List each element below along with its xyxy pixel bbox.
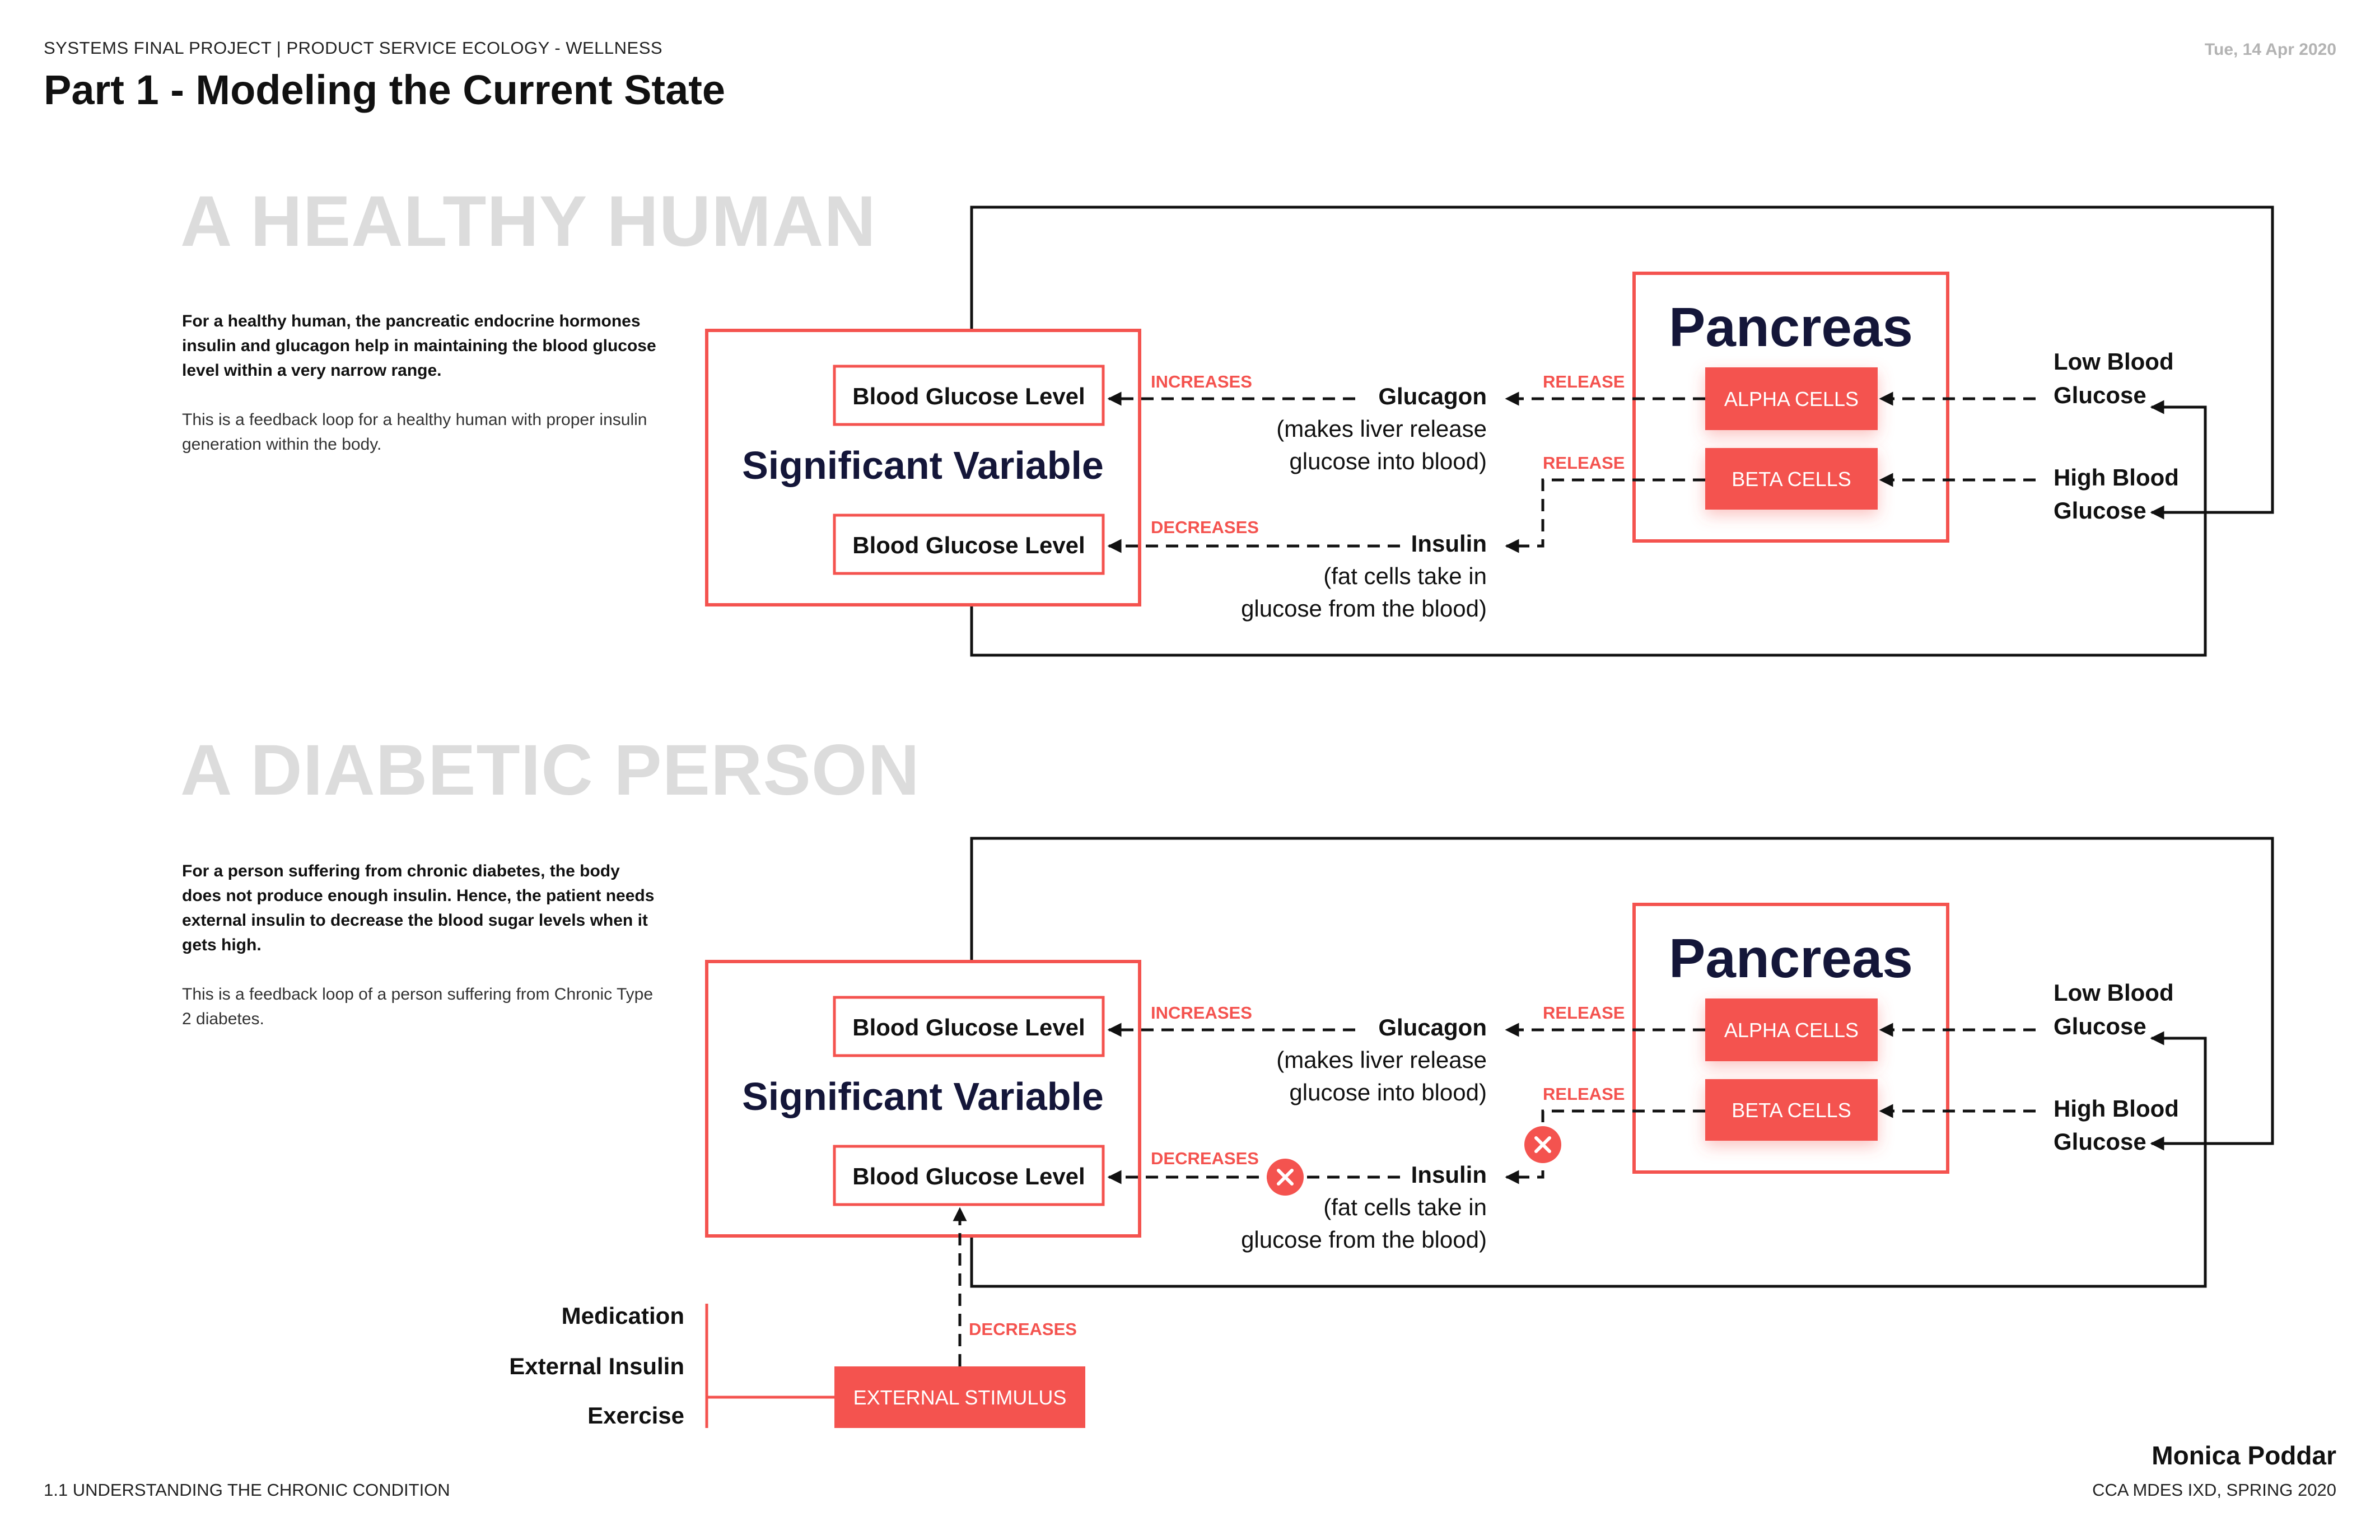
low-blood-glucose-label-line2: Glucose bbox=[2054, 382, 2146, 408]
page-title: Part 1 - Modeling the Current State bbox=[44, 67, 726, 113]
insulin-effect-blocked-icon bbox=[1267, 1159, 1304, 1196]
insulin-note-line1: (fat cells take in bbox=[1323, 1194, 1487, 1220]
glucagon-note-line1: (makes liver release bbox=[1276, 416, 1487, 442]
glucagon-note-line2: glucose into blood) bbox=[1289, 448, 1487, 474]
alpha-cells-box bbox=[1705, 367, 1878, 430]
diabetic-heading: A DIABETIC PERSON bbox=[180, 730, 920, 810]
blood-glucose-box-top bbox=[833, 365, 1105, 426]
beta-cells-box bbox=[1705, 448, 1878, 510]
project-label: SYSTEMS FINAL PROJECT | PRODUCT SERVICE … bbox=[44, 38, 663, 58]
release-label-beta: RELEASE bbox=[1543, 1084, 1625, 1104]
pancreas-label: Pancreas bbox=[1669, 296, 1913, 358]
release-label-alpha: RELEASE bbox=[1543, 372, 1625, 391]
low-blood-glucose-label-line1: Low Blood bbox=[2054, 348, 2174, 375]
significant-variable-label: Significant Variable bbox=[742, 444, 1104, 487]
increases-label: INCREASES bbox=[1151, 372, 1252, 391]
insulin-note-line2: glucose from the blood) bbox=[1241, 595, 1487, 622]
external-stimulus-box bbox=[834, 1366, 1085, 1428]
external-stimulus-group: EXTERNAL STIMULUS DECREASES MedicationExte… bbox=[509, 1207, 1085, 1429]
alpha-cells-label: ALPHA CELLS bbox=[1724, 1019, 1859, 1042]
stimulus-decreases-label: DECREASES bbox=[969, 1319, 1077, 1339]
insulin-label: Insulin bbox=[1411, 530, 1487, 557]
high-blood-glucose-label-line2: Glucose bbox=[2054, 497, 2146, 524]
increases-label: INCREASES bbox=[1151, 1003, 1252, 1023]
blood-glucose-box-bottom bbox=[833, 1145, 1105, 1206]
blood-glucose-box-top bbox=[833, 996, 1105, 1057]
blood-glucose-label-bottom: Blood Glucose Level bbox=[852, 1163, 1085, 1189]
glucagon-note-line2: glucose into blood) bbox=[1289, 1079, 1487, 1105]
glucagon-label: Glucagon bbox=[1378, 383, 1487, 409]
external-stimulus-label: EXTERNAL STIMULUS bbox=[853, 1386, 1067, 1409]
insulin-note-line1: (fat cells take in bbox=[1323, 563, 1487, 589]
decreases-label: DECREASES bbox=[1151, 517, 1259, 537]
beta-to-insulin-arrow bbox=[1505, 1109, 1705, 1184]
beta-to-insulin-arrow bbox=[1505, 478, 1705, 553]
diabetic-note: This is a feedback loop of a person suff… bbox=[182, 985, 654, 1028]
glucagon-note-line1: (makes liver release bbox=[1276, 1047, 1487, 1073]
course-label: CCA MDES IXD, SPRING 2020 bbox=[2092, 1480, 2336, 1500]
glucagon-label: Glucagon bbox=[1378, 1014, 1487, 1040]
insulin-release-blocked-icon-stroke-b bbox=[1534, 1136, 1551, 1153]
exercise-label: Exercise bbox=[587, 1402, 684, 1429]
healthy-note: This is a feedback loop for a healthy hu… bbox=[182, 410, 647, 454]
alpha-cells-label: ALPHA CELLS bbox=[1724, 388, 1859, 410]
release-label-beta: RELEASE bbox=[1543, 453, 1625, 473]
healthy-description: For a healthy human, the pancreatic endo… bbox=[182, 312, 656, 380]
beta-cells-label: BETA CELLS bbox=[1732, 1099, 1851, 1122]
section-footer: 1.1 UNDERSTANDING THE CHRONIC CONDITION bbox=[44, 1480, 450, 1500]
blood-glucose-label-top: Blood Glucose Level bbox=[852, 1014, 1085, 1040]
blood-glucose-box-bottom bbox=[833, 514, 1105, 575]
low-blood-glucose-label-line1: Low Blood bbox=[2054, 979, 2174, 1006]
diabetic-description: For a person suffering from chronic diab… bbox=[182, 862, 655, 954]
insulin-release-blocked-icon bbox=[1524, 1126, 1561, 1163]
date-label: Tue, 14 Apr 2020 bbox=[2204, 40, 2336, 59]
feedback-frame-bottom bbox=[970, 1031, 2207, 1288]
insulin-note-line2: glucose from the blood) bbox=[1241, 1226, 1487, 1253]
decreases-label: DECREASES bbox=[1151, 1149, 1259, 1168]
blood-glucose-label-bottom: Blood Glucose Level bbox=[852, 532, 1085, 558]
pancreas-label: Pancreas bbox=[1669, 927, 1913, 989]
alpha-cells-box bbox=[1705, 998, 1878, 1061]
beta-cells-label: BETA CELLS bbox=[1732, 468, 1851, 491]
high-blood-glucose-label-line2: Glucose bbox=[2054, 1128, 2146, 1155]
low-blood-glucose-label-line2: Glucose bbox=[2054, 1013, 2146, 1039]
medication-label: Medication bbox=[562, 1303, 684, 1329]
author-name: Monica Poddar bbox=[2152, 1441, 2336, 1470]
high-blood-glucose-label-line1: High Blood bbox=[2054, 1095, 2179, 1122]
release-label-alpha: RELEASE bbox=[1543, 1003, 1625, 1023]
insulin-label: Insulin bbox=[1411, 1161, 1487, 1188]
feedback-frame-bottom bbox=[970, 400, 2207, 657]
significant-variable-label: Significant Variable bbox=[742, 1075, 1104, 1118]
insulin-effect-blocked-icon-stroke-b bbox=[1277, 1169, 1294, 1186]
healthy-heading: A HEALTHY HUMAN bbox=[180, 181, 876, 262]
external-insulin-label: External Insulin bbox=[509, 1353, 684, 1379]
blood-glucose-label-top: Blood Glucose Level bbox=[852, 383, 1085, 409]
high-blood-glucose-label-line1: High Blood bbox=[2054, 464, 2179, 491]
feedback-frame-top bbox=[970, 837, 2274, 1145]
feedback-frame-top bbox=[970, 206, 2274, 514]
beta-cells-box bbox=[1705, 1079, 1878, 1141]
